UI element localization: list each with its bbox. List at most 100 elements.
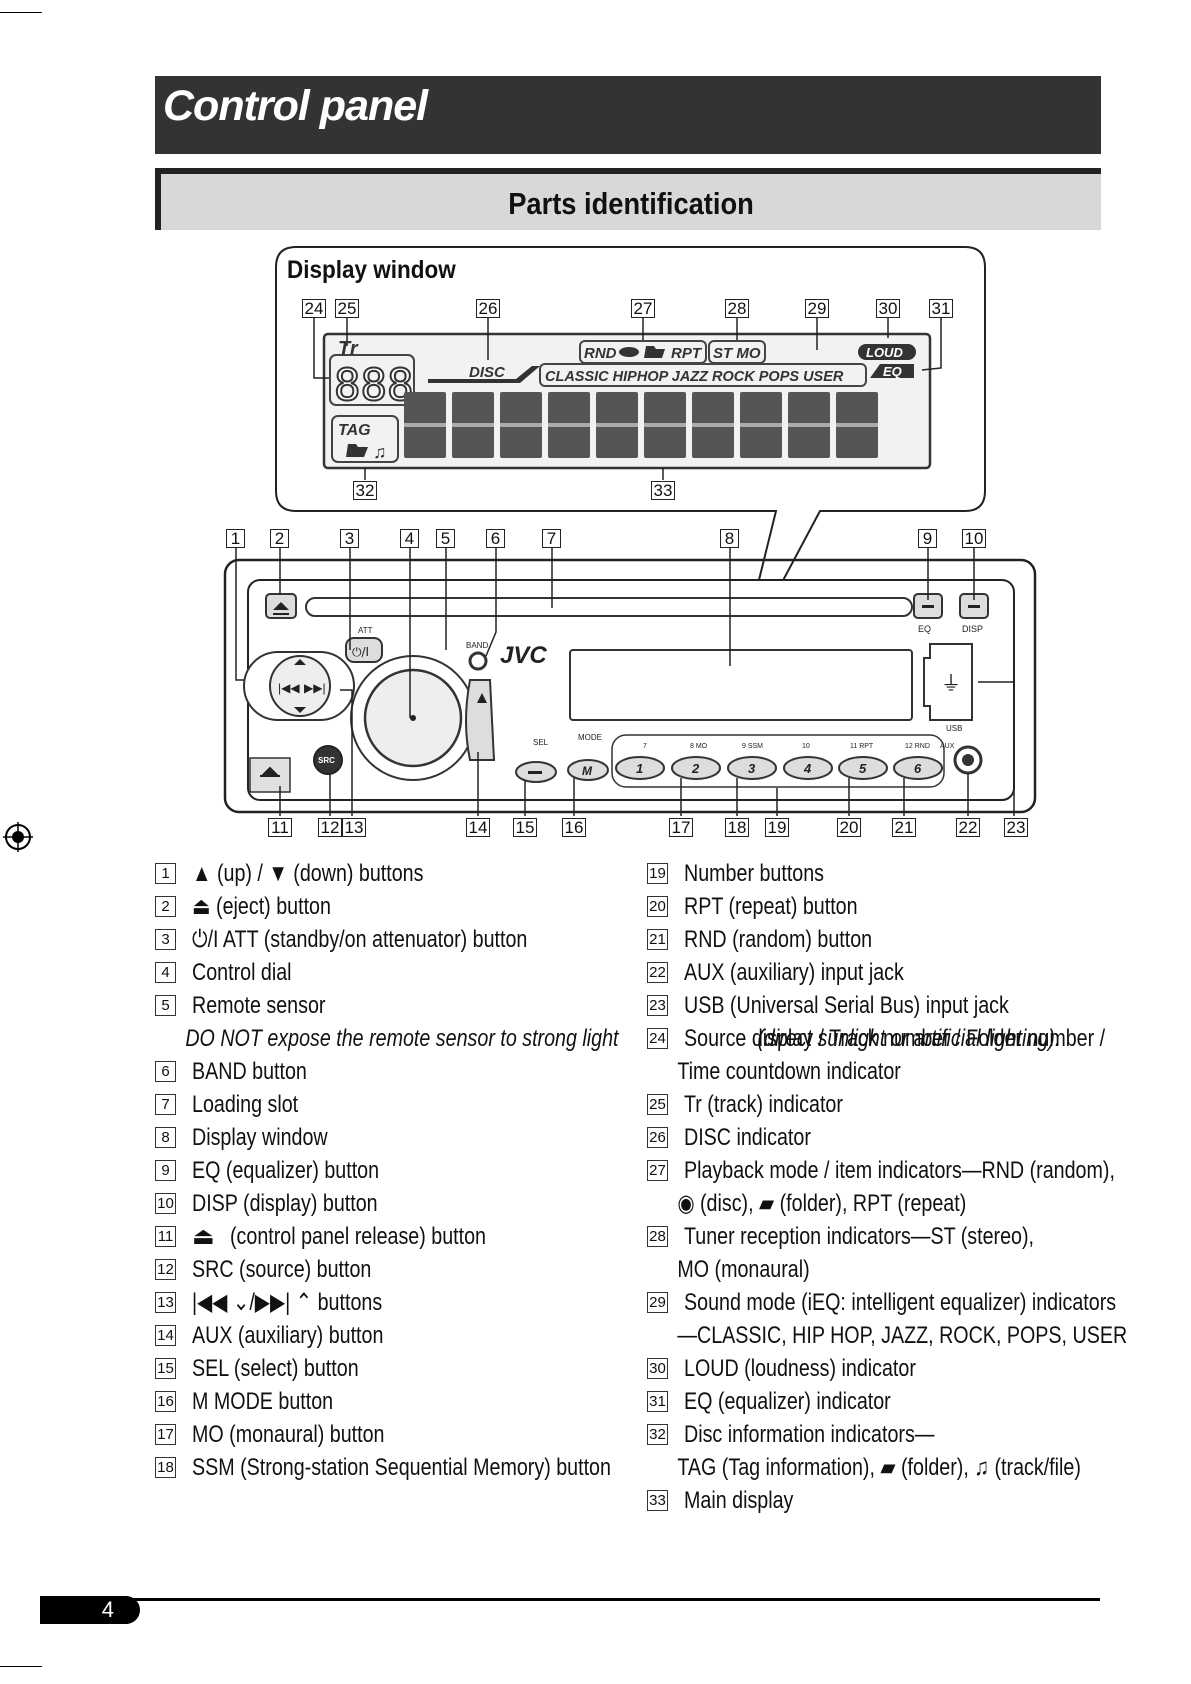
callout-23: 23 — [1004, 818, 1028, 837]
preset-button-2 — [671, 756, 721, 780]
callout-3: 3 — [340, 529, 359, 548]
legend-continuation: Time countdown indicator — [677, 1058, 901, 1085]
standby-att-button — [345, 637, 383, 663]
section-title: Parts identification — [508, 186, 754, 221]
svg-text:4: 4 — [803, 761, 812, 776]
preset-button-6 — [893, 756, 943, 780]
callout-21: 21 — [892, 818, 916, 837]
mode-label: MODE — [578, 733, 602, 742]
registration-mark-icon — [3, 822, 33, 852]
legend-continuation: TAG (Tag information), ▰ (folder), ♫ (tr… — [677, 1454, 1081, 1481]
loud-indicator: LOUD — [866, 345, 903, 360]
callout-26: 26 — [476, 299, 500, 318]
rnd-indicator: RND — [584, 345, 617, 362]
callout-2: 2 — [270, 529, 289, 548]
svg-text:9 SSM: 9 SSM — [742, 743, 763, 750]
tr-indicator: Tr — [338, 338, 359, 360]
callout-25: 25 — [335, 299, 359, 318]
callout-8: 8 — [720, 529, 739, 548]
usb-label: USB — [946, 724, 962, 733]
sel-label: SEL — [533, 738, 549, 747]
callout-22: 22 — [956, 818, 980, 837]
callout-5: 5 — [436, 529, 455, 548]
source-display-frame — [329, 354, 415, 406]
src-button — [313, 745, 343, 775]
title-bar: Control panel — [155, 76, 1101, 154]
aux-button — [465, 679, 496, 761]
callout-17: 17 — [669, 818, 693, 837]
panel-release-icon: ⏏ — [192, 1223, 215, 1250]
crop-mark — [0, 1666, 42, 1667]
eq-label: EQ — [918, 624, 931, 634]
remote-sensor-warning: (direct sunlight or artificial lighting)… — [757, 1025, 1061, 1052]
legend-continuation: —CLASSIC, HIP HOP, JAZZ, ROCK, POPS, USE… — [677, 1322, 1128, 1349]
control-panel-diagram: Tr 888 DISC RND RPT ST MO CLASSIC HIPHOP… — [223, 246, 1037, 816]
callout-31: 31 — [929, 299, 953, 318]
folder-icon — [346, 444, 368, 457]
callout-4: 4 — [400, 529, 419, 548]
callout-7: 7 — [542, 529, 561, 548]
music-note-icon: ♫ — [373, 442, 387, 462]
band-label: BAND — [466, 641, 488, 650]
band-button — [468, 651, 488, 671]
rpt-indicator: RPT — [671, 345, 703, 362]
eq-indicator: EQ — [883, 364, 902, 379]
page-number: 4 — [40, 1596, 140, 1624]
legend-item: 1▲ (up) / ▼ (down) buttons — [155, 857, 1133, 890]
callout-28: 28 — [725, 299, 749, 318]
disc-icon — [619, 347, 639, 357]
callout-16: 16 — [562, 818, 586, 837]
callout-15: 15 — [513, 818, 537, 837]
callout-1: 1 — [226, 529, 245, 548]
callout-32: 32 — [353, 481, 377, 500]
legend-item: 13|◀◀ ⌄/▶▶| ⌃ buttons — [155, 1286, 1133, 1319]
jvc-logo: JVC — [500, 642, 547, 669]
legend-continuation: MO (monaural) — [677, 1256, 810, 1283]
svg-text:10: 10 — [802, 743, 810, 750]
svg-text:7: 7 — [643, 743, 647, 750]
preset-button-4 — [783, 756, 833, 780]
stmo-indicator: ST MO — [713, 345, 761, 362]
unit-outer-frame — [223, 558, 1037, 814]
callout-33: 33 — [651, 481, 675, 500]
track-digits: 888 — [334, 360, 413, 411]
callout-20: 20 — [837, 818, 861, 837]
callout-10: 10 — [962, 529, 986, 548]
disc-indicator: DISC — [469, 364, 506, 381]
svg-text:M: M — [582, 764, 593, 778]
svg-text:11 RPT: 11 RPT — [850, 743, 874, 750]
eq-mode-indicators: CLASSIC HIPHOP JAZZ ROCK POPS USER — [545, 369, 844, 385]
crop-mark — [0, 12, 42, 13]
section-bar: Parts identification — [155, 168, 1101, 230]
callout-11: 11 — [268, 818, 292, 837]
legend-item: 3⏻/I ATT (standby/on attenuator) button — [155, 923, 1133, 956]
usb-icon: ⏚ — [941, 673, 961, 695]
att-label: ATT — [358, 626, 373, 635]
legend-item: 11⏏(control panel release) button — [155, 1220, 1133, 1253]
svg-text:AUX: AUX — [940, 743, 955, 750]
callout-6: 6 — [486, 529, 505, 548]
svg-text:1: 1 — [636, 761, 643, 776]
legend-continuation: ◉ (disc), ▰ (folder), RPT (repeat) — [677, 1190, 967, 1217]
svg-text:5: 5 — [859, 761, 867, 776]
svg-text:⏻/I: ⏻/I — [352, 645, 369, 659]
footer-rule — [40, 1598, 1100, 1601]
svg-text:2: 2 — [691, 761, 700, 776]
preset-button-1 — [615, 756, 665, 780]
